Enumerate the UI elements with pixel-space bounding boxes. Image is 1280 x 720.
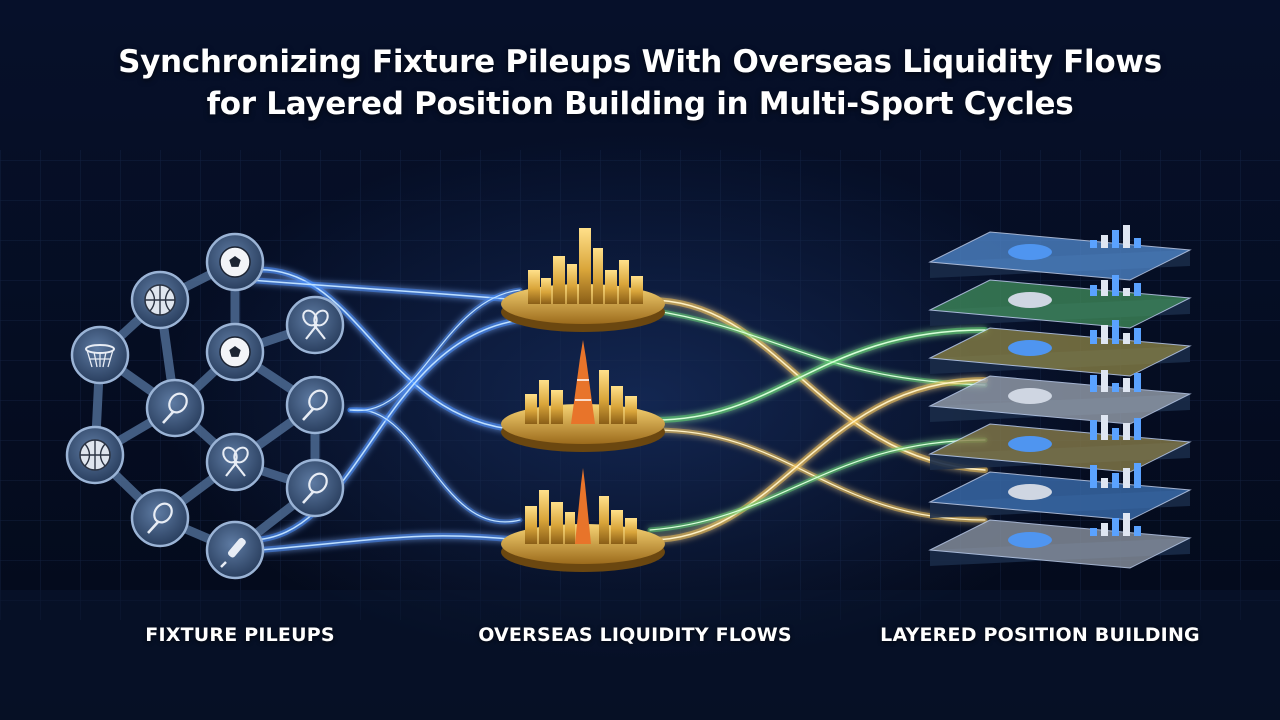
mini-pie-icon	[1008, 436, 1052, 452]
mini-bar-icon	[1090, 285, 1097, 296]
crossed-rackets-icon	[287, 297, 343, 353]
mini-pie-icon	[1008, 532, 1052, 548]
caption-layered-position-building: LAYERED POSITION BUILDING	[855, 624, 1225, 646]
mini-bar-icon	[1134, 526, 1141, 536]
cricket-bat-icon	[207, 522, 263, 578]
mini-pie-icon	[1008, 340, 1052, 356]
crossed-rackets-icon	[207, 434, 263, 490]
mini-bar-icon	[1112, 275, 1119, 296]
mini-bar-icon	[1123, 468, 1130, 488]
caption-fixture-pileups: FIXTURE PILEUPS	[110, 624, 370, 646]
mini-bar-icon	[1090, 465, 1097, 488]
mini-bar-icon	[1090, 330, 1097, 344]
mini-bar-icon	[1112, 428, 1119, 440]
mini-bar-icon	[1101, 370, 1108, 392]
tennis-racket-icon	[147, 380, 203, 436]
mini-bar-icon	[1134, 283, 1141, 296]
mini-bar-icon	[1101, 325, 1108, 344]
mini-bar-icon	[1134, 463, 1141, 488]
mini-pie-icon	[1008, 484, 1052, 500]
mini-bar-icon	[1101, 478, 1108, 488]
mini-bar-icon	[1134, 328, 1141, 344]
mini-bar-icon	[1123, 513, 1130, 536]
mini-bar-icon	[1090, 420, 1097, 440]
mini-bar-icon	[1101, 280, 1108, 296]
mini-pie-icon	[1008, 292, 1052, 308]
mini-bar-icon	[1090, 375, 1097, 392]
mini-bar-icon	[1090, 240, 1097, 248]
caption-overseas-liquidity-flows: OVERSEAS LIQUIDITY FLOWS	[455, 624, 815, 646]
mini-bar-icon	[1123, 288, 1130, 296]
mini-bar-icon	[1123, 423, 1130, 440]
floor-reflection	[0, 590, 1280, 720]
mini-bar-icon	[1123, 225, 1130, 248]
mini-bar-icon	[1101, 415, 1108, 440]
mini-pie-icon	[1008, 388, 1052, 404]
mini-bar-icon	[1112, 518, 1119, 536]
mini-bar-icon	[1101, 523, 1108, 536]
basketball-icon	[132, 272, 188, 328]
mini-pie-icon	[1008, 244, 1052, 260]
mini-bar-icon	[1112, 383, 1119, 392]
page-title-line-1: Synchronizing Fixture Pileups With Overs…	[0, 44, 1280, 80]
mini-bar-icon	[1112, 320, 1119, 344]
mini-bar-icon	[1134, 418, 1141, 440]
page-title-line-2: for Layered Position Building in Multi-S…	[0, 86, 1280, 122]
mini-bar-icon	[1134, 373, 1141, 392]
mini-bar-icon	[1090, 528, 1097, 536]
mini-bar-icon	[1112, 473, 1119, 488]
soccer-ball-icon	[207, 324, 263, 380]
mini-bar-icon	[1123, 378, 1130, 392]
basketball-icon	[67, 427, 123, 483]
mini-bar-icon	[1112, 230, 1119, 248]
mini-bar-icon	[1123, 333, 1130, 344]
tennis-racket-icon	[287, 460, 343, 516]
soccer-ball-icon	[207, 234, 263, 290]
tennis-racket-icon	[132, 490, 188, 546]
mini-bar-icon	[1101, 235, 1108, 248]
basketball-hoop-icon	[72, 327, 128, 383]
tennis-racket-icon	[287, 377, 343, 433]
mini-bar-icon	[1134, 238, 1141, 248]
